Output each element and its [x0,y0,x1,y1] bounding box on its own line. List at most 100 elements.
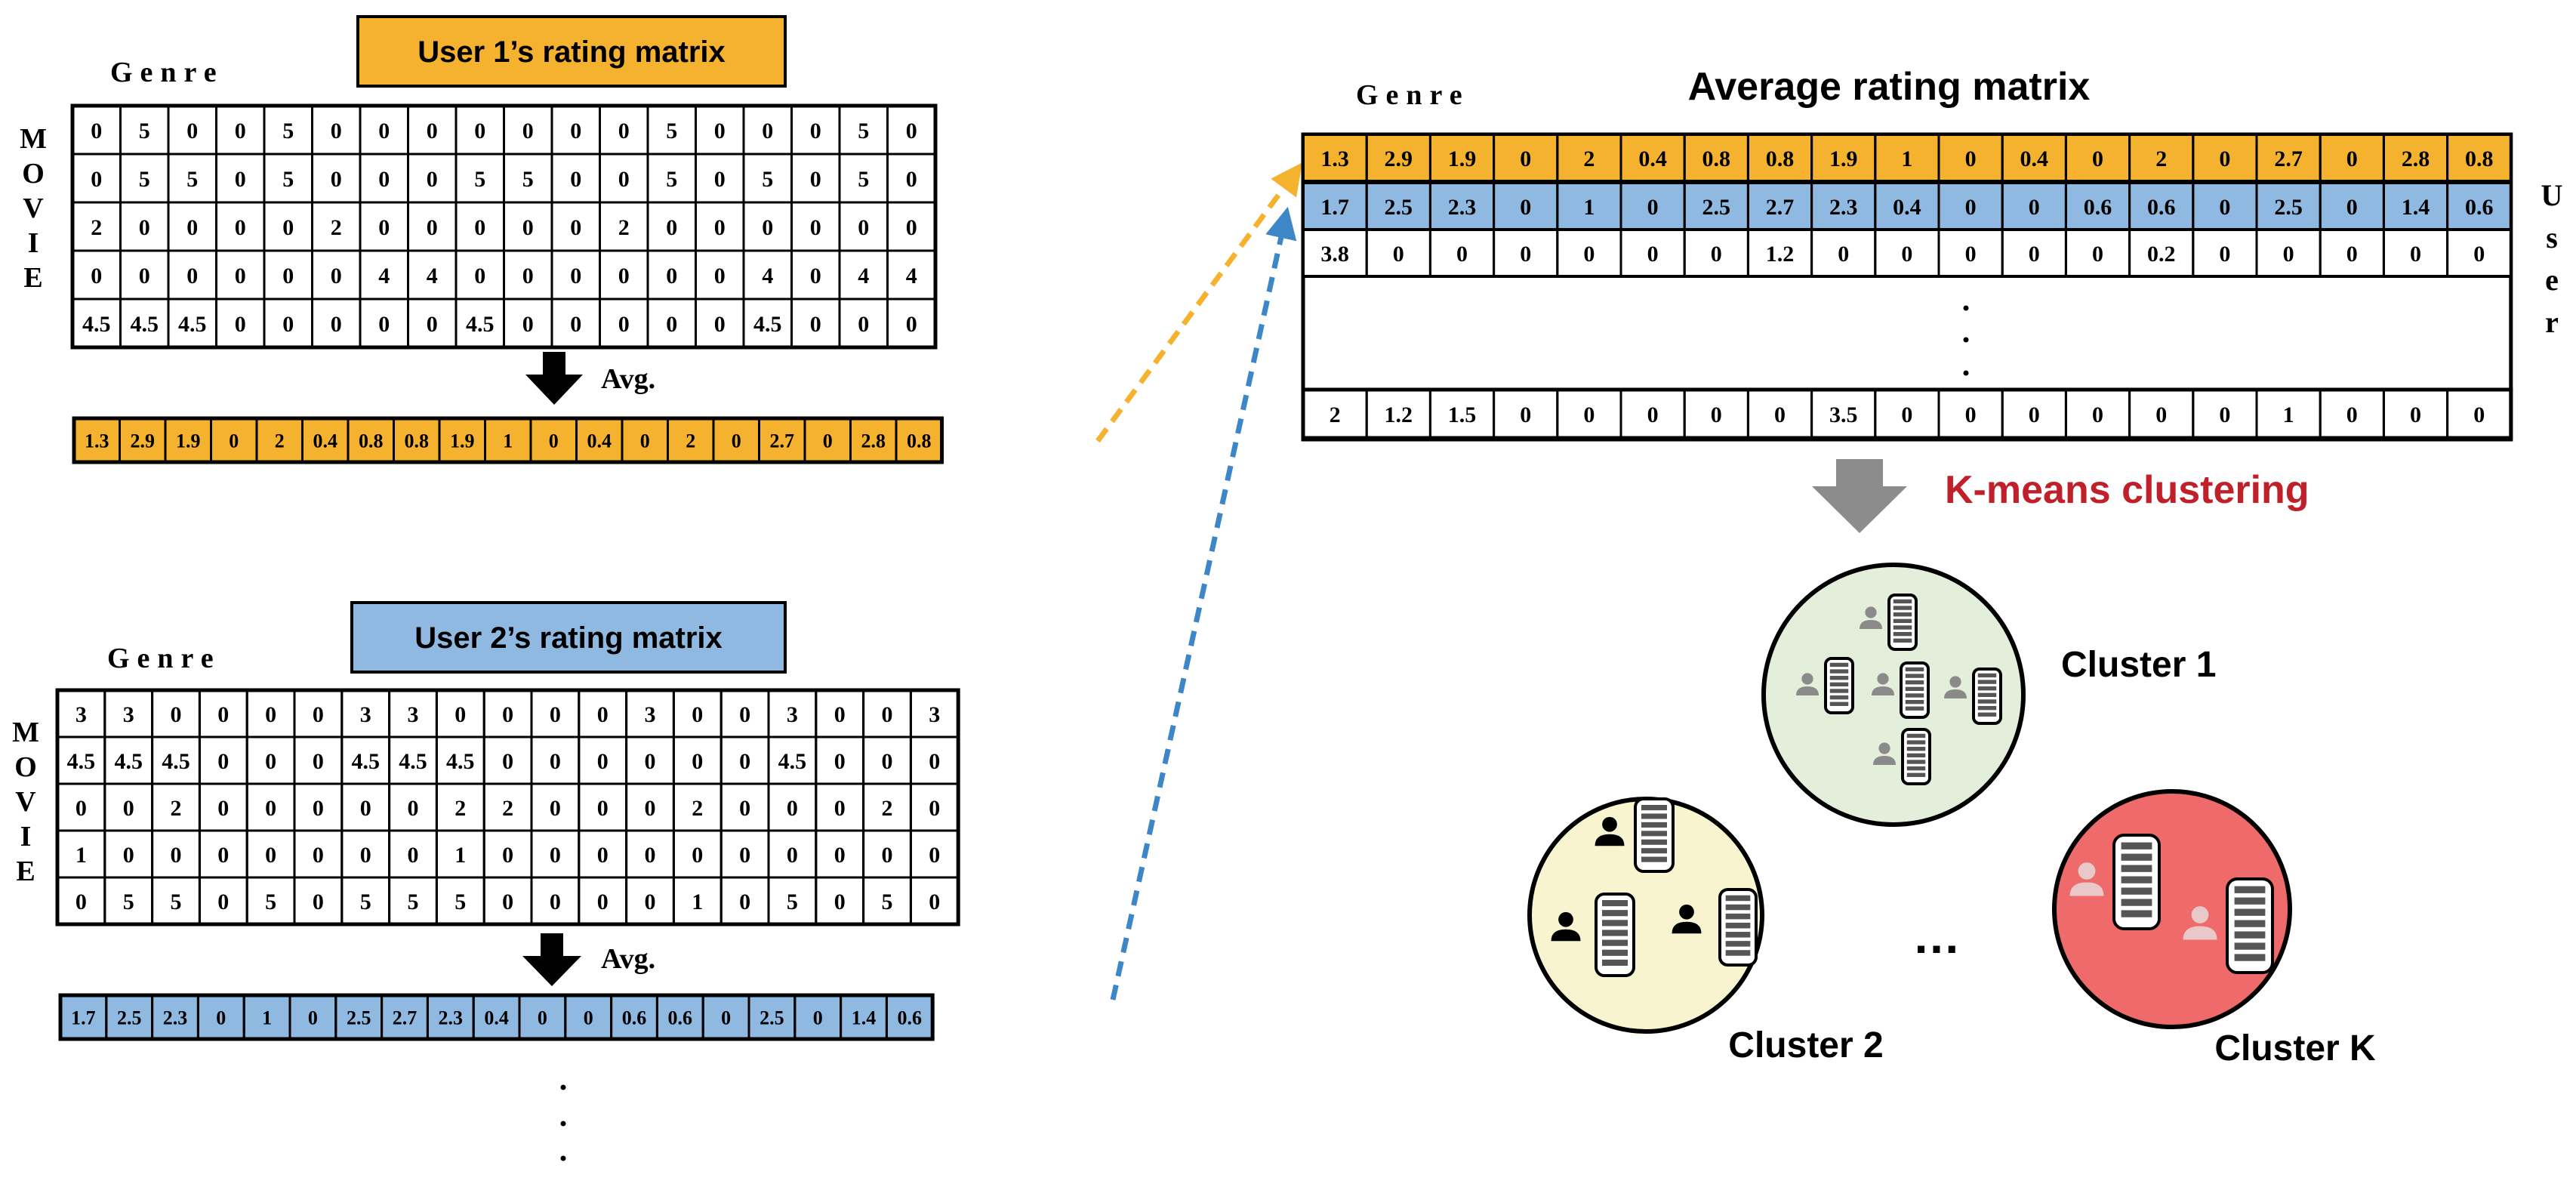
average-matrix-value: 3.5 [1829,402,1858,427]
matrix-cell-value: 0 [906,215,917,240]
average-matrix-value: 0 [2473,402,2485,427]
matrix-cell-value: 0 [265,702,276,727]
matrix-cell-value: 0 [331,167,342,192]
matrix-cell-value: 0 [454,702,466,727]
matrix-cell-value: 4 [378,264,390,288]
average-matrix-value: 0 [1901,402,1912,427]
matrix-cell-value: 0 [502,890,513,914]
average-matrix-value: 3.8 [1320,242,1349,267]
matrix-cell-value: 0 [313,843,324,868]
matrix-cell-value: 0 [597,702,609,727]
matrix-cell-value: 1 [692,890,703,914]
user1-avg-value: 2 [275,430,285,452]
user1-avg-value: 0 [823,430,833,452]
user2-connector-arrow [1110,206,1297,1001]
user-icon [1672,904,1702,934]
matrix-frame [55,688,960,927]
matrix-cell-value: 0 [597,890,609,914]
matrix-cell-value: 0 [522,312,534,337]
matrix-cell-value: 0 [217,890,229,914]
matrix-cell-value: 0 [75,796,87,821]
user2-avg-value: 1.4 [852,1007,877,1028]
user-icon [1872,673,1894,695]
average-matrix-value: 0 [2473,242,2485,267]
matrix-cell-value: 0 [139,215,150,240]
average-matrix-value: 0 [2029,195,2040,220]
user2-avg-value: 0 [538,1007,547,1028]
matrix-cell-value: 0 [906,119,917,143]
cluster-2-members [1551,797,1758,977]
matrix-cell-value: 0 [550,843,561,868]
matrix-icon [1887,594,1918,651]
user1-connector-arrow [1095,162,1302,443]
matrix-cell-value: 0 [139,264,150,288]
user1-genre-label: Genre [110,57,224,88]
matrix-cell-value: 0 [91,264,102,288]
cluster-2: Cluster 2 [1527,797,1884,1065]
cluster-1-members [1796,594,2002,785]
average-matrix-value: 0.4 [2020,146,2049,171]
matrix-cell-value: 2 [171,796,182,821]
average-matrix-value: 0 [2092,146,2103,171]
average-matrix-value: 0 [2346,242,2358,267]
matrix-cell-value: 4.5 [446,749,475,774]
average-matrix-value: 0 [1520,146,1531,171]
average-matrix-value: 0 [2346,402,2358,427]
matrix-cell-value: 3 [787,702,798,727]
clusters-ellipsis: … [1912,909,1961,964]
matrix-cell-value: 0 [714,264,726,288]
user2-avg-value: 2.5 [117,1007,142,1028]
matrix-cell-value: 4.5 [466,312,495,337]
matrix-cell-value: 0 [427,312,438,337]
matrix-icon [1901,728,1931,785]
average-matrix-value: 2 [2155,146,2167,171]
average-matrix-value: 0 [2092,242,2103,267]
matrix-cell-value: 5 [858,119,869,143]
matrix-cell-value: 0 [739,843,750,868]
user2-avg-value: 0 [308,1007,318,1028]
matrix-icon [1634,797,1675,873]
user1-avg-value: 0.4 [587,430,612,452]
user-icon [1796,673,1819,695]
matrix-cell-value: 3 [123,702,134,727]
matrix-cell-value: 4.5 [753,312,782,337]
matrix-cell-value: 2 [331,215,342,240]
matrix-cell-value: 0 [522,215,534,240]
user2-avg-value: 0 [813,1007,823,1028]
matrix-cell-value: 0 [331,312,342,337]
matrix-cell-value: 5 [408,890,419,914]
average-matrix-title: Average rating matrix [1688,65,2091,109]
user1-avg-value: 0 [732,430,741,452]
average-matrix-value: 2.5 [1385,195,1413,220]
matrix-cell-value: 0 [282,312,294,337]
kmeans-label: K-means clustering [1945,468,2309,512]
matrix-cell-value: 5 [666,167,677,192]
matrix-cell-value: 0 [810,215,821,240]
matrix-cell-value: 0 [834,890,846,914]
average-matrix-value: 2.5 [1702,195,1731,220]
average-matrix-value: 0 [1583,402,1595,427]
matrix-icon [1900,661,1930,719]
user-icon [1551,911,1581,942]
matrix-icon [1824,657,1854,714]
average-matrix-genre-label: Genre [1356,79,1470,111]
matrix-cell-value: 5 [787,890,798,914]
matrix-cell-value: 0 [502,702,513,727]
average-matrix-value: 0 [1965,195,1977,220]
matrix-cell-value: 5 [282,119,294,143]
average-matrix-value: 1.7 [1320,195,1349,220]
matrix-cell-value: 0 [666,312,677,337]
matrix-cell-value: 0 [762,119,773,143]
user1-avg-cell [895,417,943,464]
matrix-cell-value: 0 [810,312,821,337]
matrix-cell-value: 0 [282,264,294,288]
user1-avg-value: 0.8 [359,430,384,452]
average-matrix-value: 2.3 [1829,195,1858,220]
vertical-label-letter: O [22,158,45,190]
average-matrix-value: 0 [2283,242,2294,267]
average-matrix-value: 1.2 [1385,402,1413,427]
